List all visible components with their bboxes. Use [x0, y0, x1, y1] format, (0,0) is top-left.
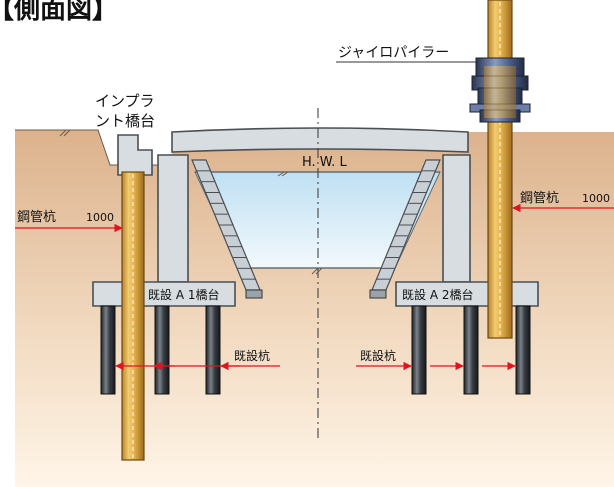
implant-abutment-label-line1: インプラ — [95, 92, 155, 110]
existing-piles-right — [411, 305, 531, 395]
existing-pile — [411, 305, 427, 395]
gyro-piler-machine — [469, 57, 531, 123]
abutment-a2-label: 既設 A 2橋台 — [402, 287, 473, 302]
existing-piles-left — [100, 305, 221, 395]
abutment-a1-label: 既設 A 1橋台 — [148, 287, 219, 302]
steel-pipe-left-dim: 1000 — [86, 211, 114, 224]
implant-abutment-label-line2: ント橋台 — [95, 112, 155, 130]
existing-pile-left-label: 既設杭 — [234, 348, 270, 363]
hwl-label: H. W. L — [302, 155, 347, 170]
implant-abutment — [117, 134, 153, 176]
slope-revetment-left — [191, 159, 263, 299]
revetment-toe-block — [245, 289, 263, 299]
existing-pile — [515, 305, 531, 395]
existing-pile — [463, 305, 479, 395]
existing-pile — [154, 305, 170, 395]
ground-hatch-marks — [59, 129, 323, 275]
steel-pipe-right-label: 鋼管杭 — [520, 191, 559, 206]
abutment-a2-wall — [442, 154, 471, 283]
bridge-girder — [171, 127, 469, 153]
gyro-piler-label: ジャイロパイラー — [338, 45, 449, 61]
revetment-toe-block — [369, 289, 387, 299]
existing-pile — [205, 305, 221, 395]
steel-pipe-left-label: 鋼管杭 — [17, 210, 56, 225]
existing-pile-right-label: 既設杭 — [360, 348, 396, 363]
title-fragment: 【側面図】 — [0, 0, 118, 25]
abutment-a1-wall — [157, 154, 189, 283]
existing-pile — [100, 305, 116, 395]
steel-pipe-pile-right — [487, 0, 513, 339]
slope-revetment-right — [369, 159, 441, 299]
steel-pipe-right-dim: 1000 — [582, 192, 610, 205]
